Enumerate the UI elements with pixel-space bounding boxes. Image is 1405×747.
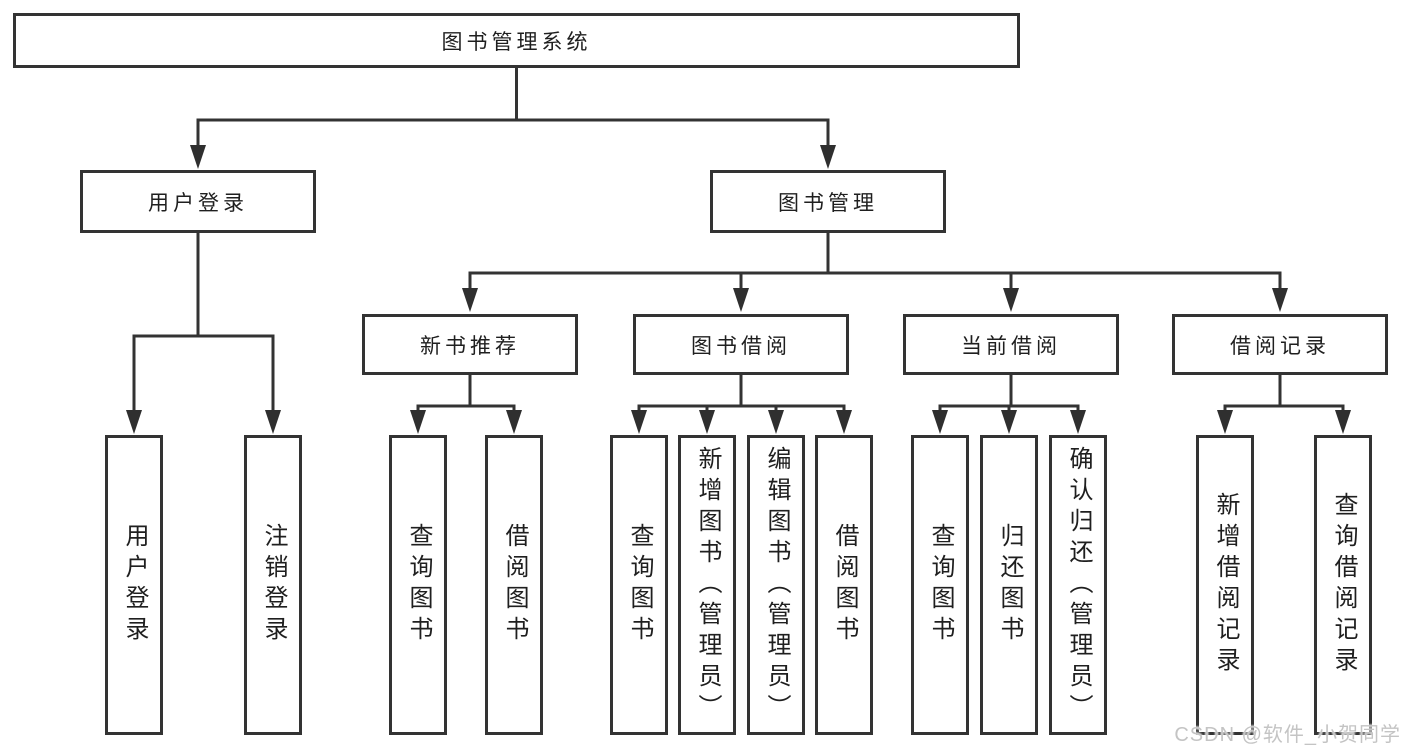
leaf-query-books-recommendation: 查询图书 xyxy=(389,435,447,735)
arrowhead xyxy=(1070,410,1086,434)
node-current-borrowing: 当前借阅 xyxy=(903,314,1119,375)
node-label: 用户登录 xyxy=(121,523,148,647)
node-label: 借阅图书 xyxy=(831,523,858,647)
arrowhead xyxy=(820,145,836,169)
arrowhead xyxy=(733,288,749,312)
node-label: 借阅图书 xyxy=(501,523,528,647)
node-label: 图书管理 xyxy=(778,191,878,215)
node-label: 新增借阅记录 xyxy=(1212,492,1239,678)
node-library-management-system: 图书管理系统 xyxy=(13,13,1020,68)
node-label: 查询借阅记录 xyxy=(1330,492,1357,678)
node-label: 图书借阅 xyxy=(691,334,791,358)
node-book-borrowing: 图书借阅 xyxy=(633,314,849,375)
arrowhead xyxy=(631,410,647,434)
arrowhead xyxy=(836,410,852,434)
node-label: 归还图书 xyxy=(996,523,1023,647)
arrowhead xyxy=(1272,288,1288,312)
connector-book-borrow-to-leaves xyxy=(631,372,852,434)
node-label: 借阅记录 xyxy=(1230,334,1330,358)
arrowhead xyxy=(699,410,715,434)
node-label: 图书管理系统 xyxy=(441,30,592,54)
leaf-query-books-borrowing: 查询图书 xyxy=(610,435,668,735)
arrowhead xyxy=(1217,410,1233,434)
node-label: 用户登录 xyxy=(148,191,248,215)
node-borrowing-records: 借阅记录 xyxy=(1172,314,1388,375)
arrowhead xyxy=(462,288,478,312)
connector-user-login-to-leaves xyxy=(126,231,281,434)
connector-new-book-rec-to-leaves xyxy=(410,372,522,434)
csdn-watermark: CSDN @软件_小贺同学 xyxy=(1174,724,1401,746)
arrowhead xyxy=(126,410,142,434)
node-user-login: 用户登录 xyxy=(80,170,316,233)
node-book-management: 图书管理 xyxy=(710,170,946,233)
leaf-borrow-books-recommendation: 借阅图书 xyxy=(485,435,543,735)
leaf-query-borrowing-record: 查询借阅记录 xyxy=(1314,435,1372,735)
node-label: 当前借阅 xyxy=(961,334,1061,358)
node-label: 查询图书 xyxy=(405,523,432,647)
leaf-user-login: 用户登录 xyxy=(105,435,163,735)
node-label: 查询图书 xyxy=(626,523,653,647)
leaf-query-books-current: 查询图书 xyxy=(911,435,969,735)
leaf-edit-books-admin: 编辑图书（管理员） xyxy=(747,435,805,735)
node-label: 编辑图书（管理员） xyxy=(763,445,790,725)
leaf-add-books-admin: 新增图书（管理员） xyxy=(678,435,736,735)
leaf-logout: 注销登录 xyxy=(244,435,302,735)
arrowhead xyxy=(1001,410,1017,434)
arrowhead xyxy=(410,410,426,434)
node-label: 注销登录 xyxy=(260,523,287,647)
leaf-add-borrowing-record: 新增借阅记录 xyxy=(1196,435,1254,735)
node-label: 确认归还（管理员） xyxy=(1065,445,1092,725)
leaf-return-books: 归还图书 xyxy=(980,435,1038,735)
node-label: 新书推荐 xyxy=(420,334,520,358)
node-label: 新增图书（管理员） xyxy=(694,445,721,725)
arrowhead xyxy=(265,410,281,434)
leaf-confirm-return-admin: 确认归还（管理员） xyxy=(1049,435,1107,735)
node-new-book-recommendation: 新书推荐 xyxy=(362,314,578,375)
connector-root-to-level2 xyxy=(190,66,836,169)
connector-current-borrow-to-leaves xyxy=(932,372,1086,434)
leaf-borrow-books-borrowing: 借阅图书 xyxy=(815,435,873,735)
arrowhead xyxy=(190,145,206,169)
arrowhead xyxy=(1003,288,1019,312)
connector-book-mgmt-to-level3 xyxy=(462,231,1288,312)
arrowhead xyxy=(506,410,522,434)
arrowhead xyxy=(768,410,784,434)
arrowhead xyxy=(932,410,948,434)
node-label: 查询图书 xyxy=(927,523,954,647)
arrowhead xyxy=(1335,410,1351,434)
connector-borrow-records-to-leaves xyxy=(1217,372,1351,434)
